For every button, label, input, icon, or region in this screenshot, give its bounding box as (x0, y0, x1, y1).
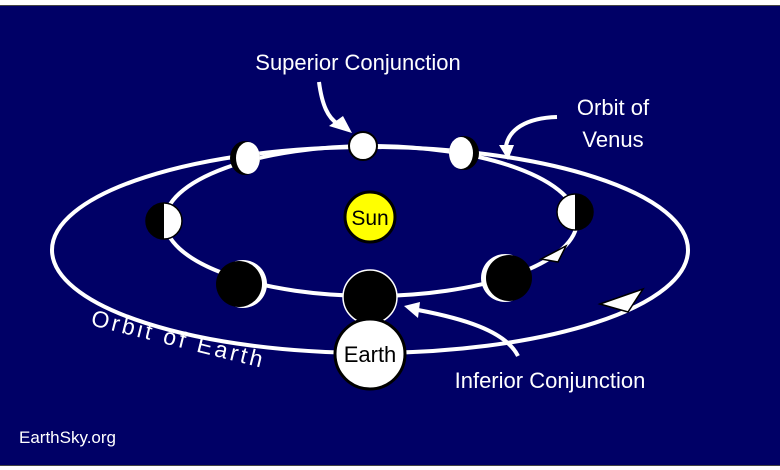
inferior-conjunction-label: Inferior Conjunction (455, 368, 646, 393)
venus-direction-arrow-icon (538, 244, 568, 263)
venus-half-left (145, 202, 183, 240)
sun-label: Sun (351, 207, 388, 230)
sun: Sun (343, 190, 397, 244)
earth-direction-arrow-icon (597, 287, 645, 313)
venus-half-right (556, 193, 594, 231)
venus-orbit-pointer-arrow-icon (499, 115, 558, 160)
orbit-of-venus-label-line2: Venus (582, 127, 643, 152)
venus-new (342, 269, 398, 325)
earth-label: Earth (344, 342, 397, 367)
inferior-pointer-arrow-icon (404, 302, 520, 358)
venus-full (348, 131, 378, 161)
credit-label: EarthSky.org (19, 428, 116, 447)
venus-crescent-right (481, 254, 532, 302)
venus-gibbous-left (230, 141, 260, 175)
superior-conjunction-label: Superior Conjunction (255, 50, 460, 75)
orbit-of-venus-label-line1: Orbit of (577, 95, 650, 120)
superior-pointer-arrow-icon (317, 81, 352, 133)
venus-crescent-left (216, 260, 267, 308)
venus-gibbous-right (449, 136, 479, 170)
earth: Earth (333, 317, 407, 391)
background (0, 6, 780, 465)
